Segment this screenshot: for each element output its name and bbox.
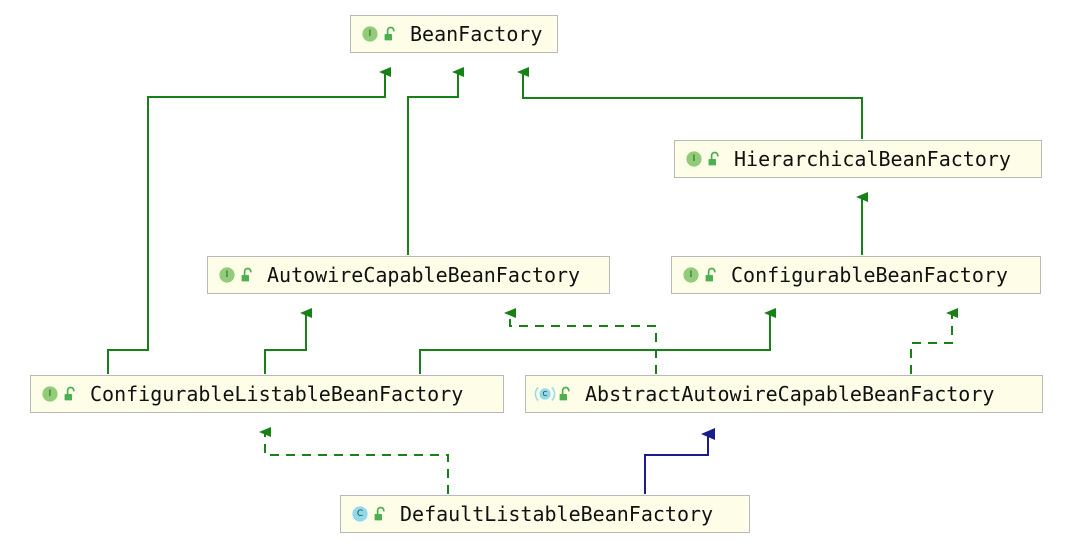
interface-icon: I	[686, 151, 702, 167]
svg-text:I: I	[226, 270, 229, 280]
class-node-label: BeanFactory	[410, 22, 543, 46]
interface-icon: I	[362, 26, 378, 42]
class-node-AbstractAutowireCapableBeanFactory[interactable]: C AbstractAutowireCapableBeanFactory	[525, 375, 1043, 413]
node-icons: I	[359, 23, 398, 45]
class-node-label: ConfigurableListableBeanFactory	[90, 382, 464, 406]
edge-extends	[264, 308, 312, 374]
interface-icon: I	[219, 267, 235, 283]
node-icons: I	[216, 264, 255, 286]
svg-text:I: I	[690, 270, 693, 280]
class-node-HierarchicalBeanFactory[interactable]: I HierarchicalBeanFactory	[674, 140, 1042, 178]
class-node-BeanFactory[interactable]: I BeanFactory	[350, 15, 558, 53]
edge-extends	[644, 428, 715, 494]
unlocked-padlock-icon	[708, 151, 719, 166]
interface-icon: I	[42, 386, 58, 402]
node-icons: C	[349, 503, 388, 525]
class-node-DefaultListableBeanFactory[interactable]: C DefaultListableBeanFactory	[340, 495, 750, 533]
class-node-label: ConfigurableBeanFactory	[731, 263, 1008, 287]
svg-text:I: I	[49, 389, 52, 399]
svg-text:C: C	[543, 390, 548, 398]
svg-text:I: I	[369, 29, 372, 39]
unlocked-padlock-icon	[241, 267, 252, 282]
class-node-label: AbstractAutowireCapableBeanFactory	[585, 382, 995, 406]
node-icons: I	[680, 264, 719, 286]
edge-implements	[504, 308, 657, 374]
edge-implements	[910, 308, 958, 374]
unlocked-padlock-icon	[384, 26, 395, 41]
class-node-ConfigurableBeanFactory[interactable]: I ConfigurableBeanFactory	[671, 256, 1041, 294]
class-node-AutowireCapableBeanFactory[interactable]: I AutowireCapableBeanFactory	[207, 256, 610, 294]
svg-text:I: I	[693, 154, 696, 164]
edges-group	[107, 67, 958, 494]
node-icons: I	[39, 383, 78, 405]
unlocked-padlock-icon	[374, 506, 385, 521]
unlocked-padlock-icon	[64, 386, 75, 401]
class-node-label: DefaultListableBeanFactory	[400, 502, 714, 526]
unlocked-padlock-icon	[705, 267, 716, 282]
unlocked-padlock-icon	[559, 386, 570, 401]
node-icons: I	[683, 148, 722, 170]
abstract-class-icon: C	[534, 386, 556, 402]
interface-icon: I	[683, 267, 699, 283]
node-icons: C	[534, 383, 573, 405]
class-icon: C	[352, 506, 368, 522]
edge-extends	[517, 67, 863, 139]
edge-extends	[407, 67, 464, 255]
edge-extends	[107, 67, 391, 374]
edge-extends	[419, 308, 776, 374]
class-node-label: HierarchicalBeanFactory	[734, 147, 1011, 171]
class-node-label: AutowireCapableBeanFactory	[267, 263, 581, 287]
class-node-ConfigurableListableBeanFactory[interactable]: I ConfigurableListableBeanFactory	[30, 375, 504, 413]
edge-implements	[259, 427, 449, 494]
svg-text:C: C	[357, 509, 363, 519]
